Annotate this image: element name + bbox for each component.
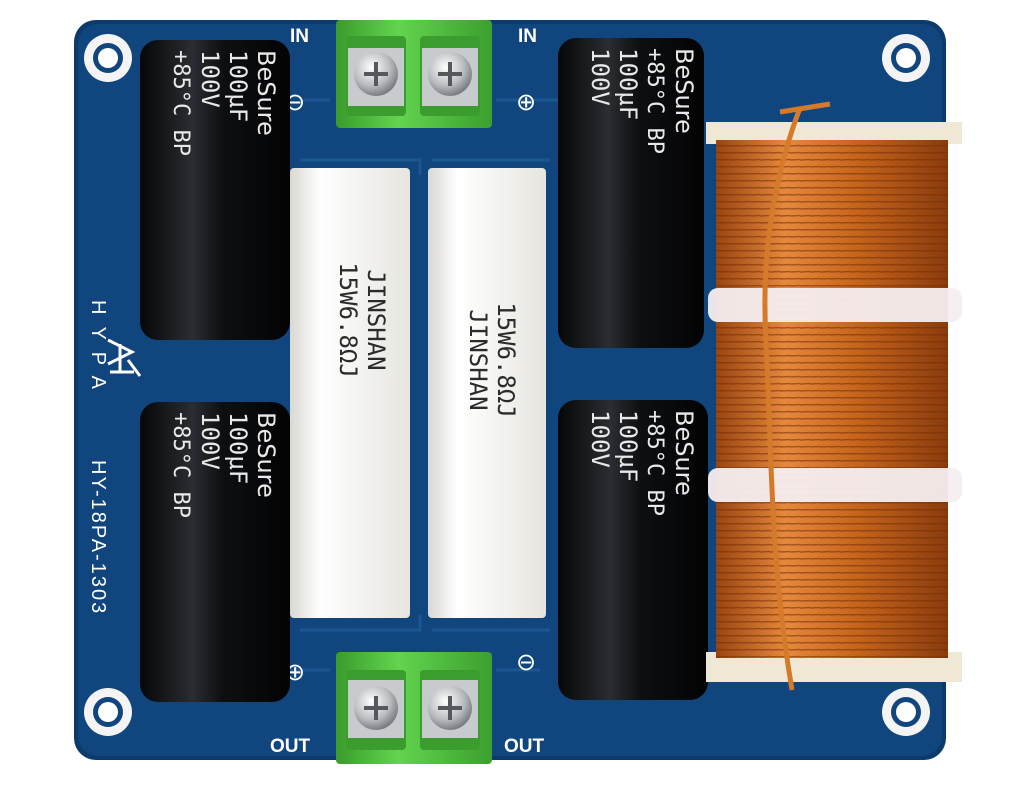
bobbin-top: [706, 122, 962, 144]
input-label-right: IN: [518, 26, 537, 47]
svg-text:JINSHAN: JINSHAN: [464, 309, 492, 410]
output-label-left: OUT: [270, 736, 311, 757]
terminal-block-input: [336, 20, 492, 128]
polarity-minus-left: ⊖: [285, 88, 305, 116]
svg-text:+85°C BP: +85°C BP: [168, 412, 193, 518]
svg-text:+85°C BP: +85°C BP: [168, 50, 193, 156]
capacitor-top-left: 100µF 100V +85°C BP BeSure: [140, 40, 290, 340]
svg-text:100V: 100V: [196, 50, 224, 108]
svg-text:100µF: 100µF: [614, 48, 642, 120]
svg-text:BeSure: BeSure: [252, 412, 280, 498]
svg-text:15W6.8ΩJ: 15W6.8ΩJ: [334, 262, 362, 378]
cable-tie: [708, 468, 962, 502]
polarity-plus-out-left: ⊕: [285, 658, 305, 686]
polarity-plus-right: ⊕: [516, 88, 536, 116]
mounting-hole-icon: [84, 34, 930, 736]
terminal-block-output: [336, 652, 492, 764]
svg-text:BeSure: BeSure: [670, 48, 698, 134]
svg-text:100µF: 100µF: [614, 410, 642, 482]
capacitor-bottom-right: 100µF 100V +85°C BP BeSure: [558, 400, 708, 700]
output-label-right: OUT: [504, 736, 545, 757]
svg-text:BeSure: BeSure: [252, 50, 280, 136]
svg-text:BeSure: BeSure: [670, 410, 698, 496]
svg-text:100V: 100V: [196, 412, 224, 470]
capacitor-top-right: 100µF 100V +85°C BP BeSure: [558, 38, 704, 348]
svg-text:+85°C BP: +85°C BP: [642, 410, 667, 516]
capacitor-bottom-left: 100µF 100V +85°C BP BeSure: [140, 402, 290, 702]
svg-text:JINSHAN: JINSHAN: [362, 269, 390, 370]
input-label-left: IN: [290, 26, 309, 47]
brand-label: HYPA: [87, 300, 109, 401]
model-label: HY-18PA-1303: [87, 460, 109, 615]
svg-text:100V: 100V: [586, 410, 614, 468]
svg-text:100µF: 100µF: [224, 412, 252, 484]
svg-text:+85°C BP: +85°C BP: [642, 48, 667, 154]
svg-text:100µF: 100µF: [224, 50, 252, 122]
cable-tie: [708, 288, 962, 322]
svg-text:100V: 100V: [586, 48, 614, 106]
resistor-right: JINSHAN 15W6.8ΩJ: [428, 168, 546, 618]
polarity-minus-out-right: ⊖: [516, 648, 536, 676]
resistor-left: JINSHAN 15W6.8ΩJ: [290, 168, 410, 618]
air-core-inductor: [706, 101, 962, 691]
hypa-logo-icon: [107, 338, 142, 377]
svg-text:15W6.8ΩJ: 15W6.8ΩJ: [492, 302, 520, 418]
